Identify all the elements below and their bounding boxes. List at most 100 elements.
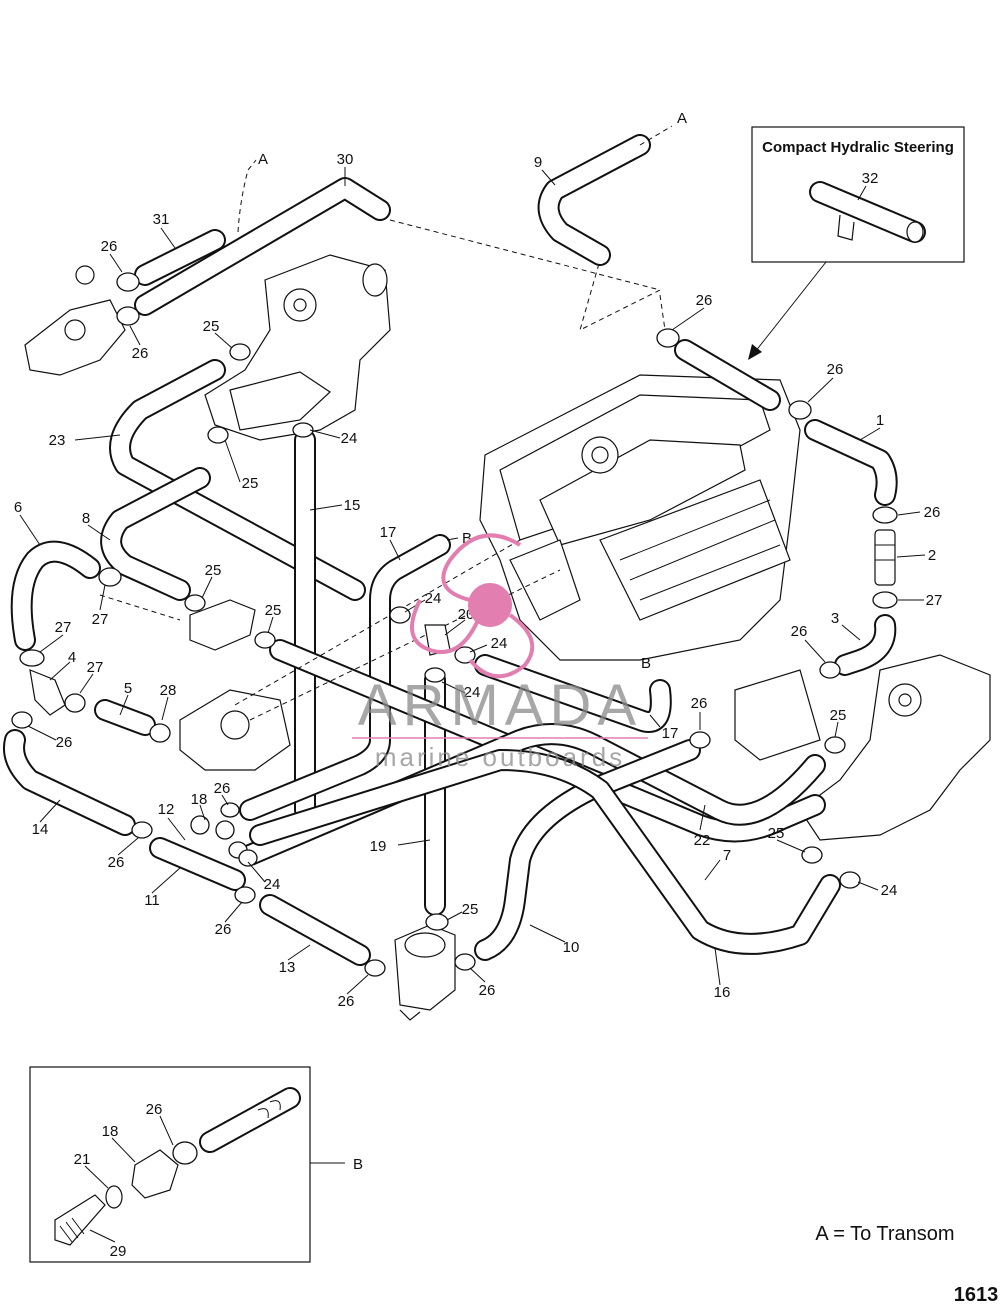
ref-letter-b: B <box>462 530 472 547</box>
callout: 21 <box>74 1151 91 1168</box>
inset-b-oring <box>105 1185 123 1209</box>
hose-5 <box>96 701 154 734</box>
page-number: 1613 <box>954 1284 999 1306</box>
callout: 24 <box>464 684 481 701</box>
elbow-4 <box>29 669 66 716</box>
callout: 26 <box>696 292 713 309</box>
callout: 16 <box>714 984 731 1001</box>
manifold-right <box>734 654 991 841</box>
callout: 25 <box>768 825 785 842</box>
distribution-block <box>189 599 256 651</box>
inset-b-clamp <box>172 1141 198 1165</box>
callout: 24 <box>264 876 281 893</box>
ref-letter-a: A <box>258 151 268 168</box>
hose-3 <box>836 616 895 674</box>
callout-layer: 1 2 3 4 5 6 7 8 9 10 11 12 13 14 15 16 1… <box>14 151 943 1010</box>
callout: 27 <box>926 592 943 609</box>
hose-10 <box>476 741 699 959</box>
tee-11 <box>151 839 244 889</box>
callout: 25 <box>242 475 259 492</box>
hose-17 <box>241 536 449 819</box>
inset-b-ref: B <box>353 1156 363 1173</box>
inset-arrow <box>754 261 827 353</box>
seawater-pump-bottom <box>394 924 456 1021</box>
callout: 26 <box>56 734 73 751</box>
callout: 24 <box>341 430 358 447</box>
callout: 6 <box>14 499 22 516</box>
thermostat-housing <box>24 265 126 376</box>
hose-31 <box>136 231 224 284</box>
callout: 9 <box>534 154 542 171</box>
inset-frame <box>751 126 965 263</box>
callout: 26 <box>827 361 844 378</box>
hose-17b <box>476 656 670 731</box>
manifold-left <box>204 254 391 441</box>
callout: 14 <box>32 821 49 838</box>
watermark-brand: ARMADA <box>358 673 642 738</box>
inset-detail-b: B 26 18 21 29 <box>29 1066 363 1263</box>
callout: 26 <box>132 345 149 362</box>
ref-letter-a: A <box>677 110 687 127</box>
callout: 22 <box>694 832 711 849</box>
hose-8 <box>102 469 209 599</box>
watermark-logo <box>410 533 535 679</box>
callout: 26 <box>108 854 125 871</box>
callout: 17 <box>380 524 397 541</box>
callout: 26 <box>924 504 941 521</box>
hose-6 <box>12 542 99 649</box>
watermark: ARMADA marine outboards <box>352 533 648 772</box>
callout: 25 <box>462 901 479 918</box>
callout-32: 32 <box>862 170 879 187</box>
callout: 26 <box>215 921 232 938</box>
callout: 8 <box>82 510 90 527</box>
fitting-2 <box>874 529 896 586</box>
inset-title: Compact Hydralic Steering <box>762 139 954 156</box>
inset-b-adapter <box>54 1194 106 1246</box>
callout: 5 <box>124 680 132 697</box>
dashed-leads <box>99 125 673 721</box>
callout: 29 <box>110 1243 127 1260</box>
callout: 27 <box>87 659 104 676</box>
callout: 28 <box>160 682 177 699</box>
hose-22 <box>241 725 824 864</box>
hose-9 <box>539 136 649 264</box>
callout: 27 <box>92 611 109 628</box>
inset-b-fitting <box>131 1149 179 1199</box>
hose-16 <box>251 751 839 953</box>
hoses <box>3 134 898 966</box>
hose-1 <box>806 421 896 504</box>
steering-cooler <box>676 341 779 409</box>
water-pump <box>179 689 291 771</box>
callout: 26 <box>338 993 355 1010</box>
reference-letters: A A B B <box>258 110 687 672</box>
callout: 19 <box>370 838 387 855</box>
callout: 26 <box>691 695 708 712</box>
callout: 31 <box>153 211 170 228</box>
callout: 18 <box>102 1123 119 1140</box>
callout: 7 <box>723 847 731 864</box>
callout: 26 <box>479 982 496 999</box>
callout: 1 <box>876 412 884 429</box>
hose-30 <box>136 179 389 314</box>
inset-b-hose <box>199 1087 301 1153</box>
callout: 26 <box>791 623 808 640</box>
callout: 27 <box>55 619 72 636</box>
callout: 25 <box>265 602 282 619</box>
hose-14 <box>5 731 134 834</box>
watermark-tagline: marine outboards <box>375 742 625 772</box>
hose-13 <box>261 896 369 964</box>
callout: 11 <box>144 892 160 909</box>
callout: 4 <box>68 649 76 666</box>
callout: 13 <box>279 959 296 976</box>
callout: 25 <box>205 562 222 579</box>
steering-tube <box>809 181 926 243</box>
hose-7 <box>271 641 824 841</box>
callout: 10 <box>563 939 580 956</box>
callout: 24 <box>491 635 508 652</box>
callout: 2 <box>928 547 936 564</box>
callout: 15 <box>344 497 361 514</box>
legend-text: A = To Transom <box>815 1223 954 1245</box>
callout: 26 <box>214 780 231 797</box>
callout: 25 <box>830 707 847 724</box>
